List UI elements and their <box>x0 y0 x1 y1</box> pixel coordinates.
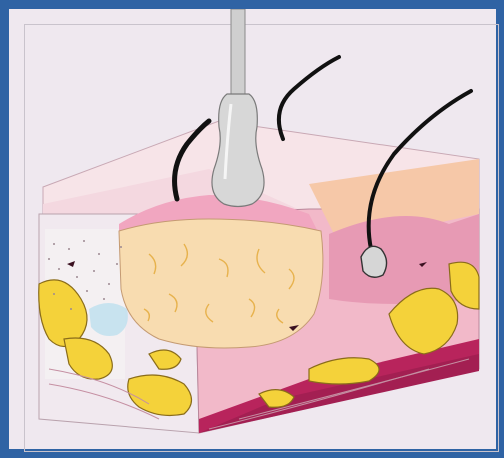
skin-illustration <box>9 9 496 449</box>
probe-head <box>212 94 264 207</box>
hair-middle <box>279 57 339 139</box>
hair-bulb <box>361 246 387 277</box>
probe-shaft <box>231 9 245 99</box>
